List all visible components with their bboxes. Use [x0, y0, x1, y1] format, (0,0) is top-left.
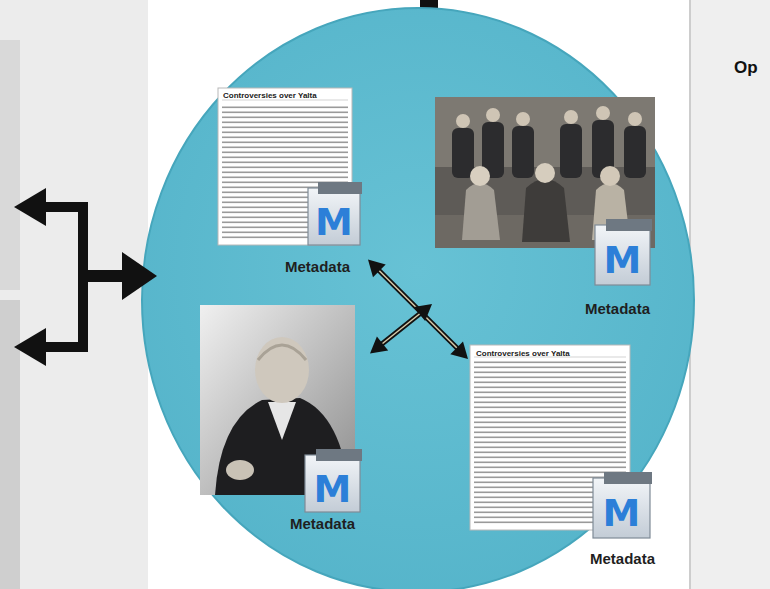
arrow-shaft: [78, 270, 124, 282]
repository-circle: [142, 8, 694, 589]
arrow-head: [14, 188, 46, 226]
metadata-icons: [305, 182, 652, 538]
metadata-label: Metadata: [590, 550, 655, 568]
metadata-label: Metadata: [290, 515, 355, 533]
arrow-head-start: [414, 304, 432, 321]
left-panel-band: [0, 40, 20, 290]
metadata-icon: [595, 219, 652, 285]
arrow-head: [14, 328, 46, 366]
arrow-shaft-highlight: [379, 312, 422, 346]
photo-item: M Metadata: [432, 95, 668, 325]
double-arrow: [370, 304, 432, 353]
arrow-head: [122, 252, 157, 300]
left-arrows: [14, 188, 157, 366]
double-arrow: [368, 260, 468, 359]
photo-item: M Metadata: [198, 302, 370, 542]
document-heading: Controversies over Yalta: [223, 92, 317, 101]
document-item: Controversies over YaltaM Metadata: [215, 85, 368, 282]
photo-frame: [435, 97, 655, 248]
metadata-icon-letter: M: [305, 470, 360, 508]
metadata-icon-letter: M: [308, 203, 360, 241]
head: [255, 337, 309, 403]
arrow-head-start: [368, 260, 386, 278]
arrow-shaft: [379, 312, 422, 346]
arrow-shaft: [40, 342, 88, 352]
arrow-head-end: [370, 336, 388, 353]
figure-heads: [456, 106, 642, 128]
metadata-label: Metadata: [585, 300, 650, 318]
metadata-icon-letter: M: [593, 494, 650, 532]
arrow-head-end: [450, 341, 468, 359]
right-panel: [690, 0, 770, 589]
document-item: Controversies over YaltaM Metadata: [468, 343, 672, 578]
arrow-shaft: [40, 202, 88, 212]
yalta-photo: [435, 97, 655, 248]
metadata-icon: [593, 472, 652, 538]
arrow-shaft: [377, 268, 460, 351]
document-heading: Controversies over Yalta: [476, 350, 570, 359]
metadata-icon: [308, 182, 362, 245]
shirt: [268, 402, 296, 440]
metadata-label: Metadata: [285, 258, 350, 276]
metadata-icon: [305, 449, 362, 512]
left-panel-band: [0, 300, 20, 589]
hand: [226, 460, 254, 480]
arrow-shaft-highlight: [377, 268, 460, 351]
metadata-icon-letter: M: [595, 241, 650, 279]
head-shading: [258, 345, 306, 360]
cut-off-label: Op: [734, 58, 758, 78]
